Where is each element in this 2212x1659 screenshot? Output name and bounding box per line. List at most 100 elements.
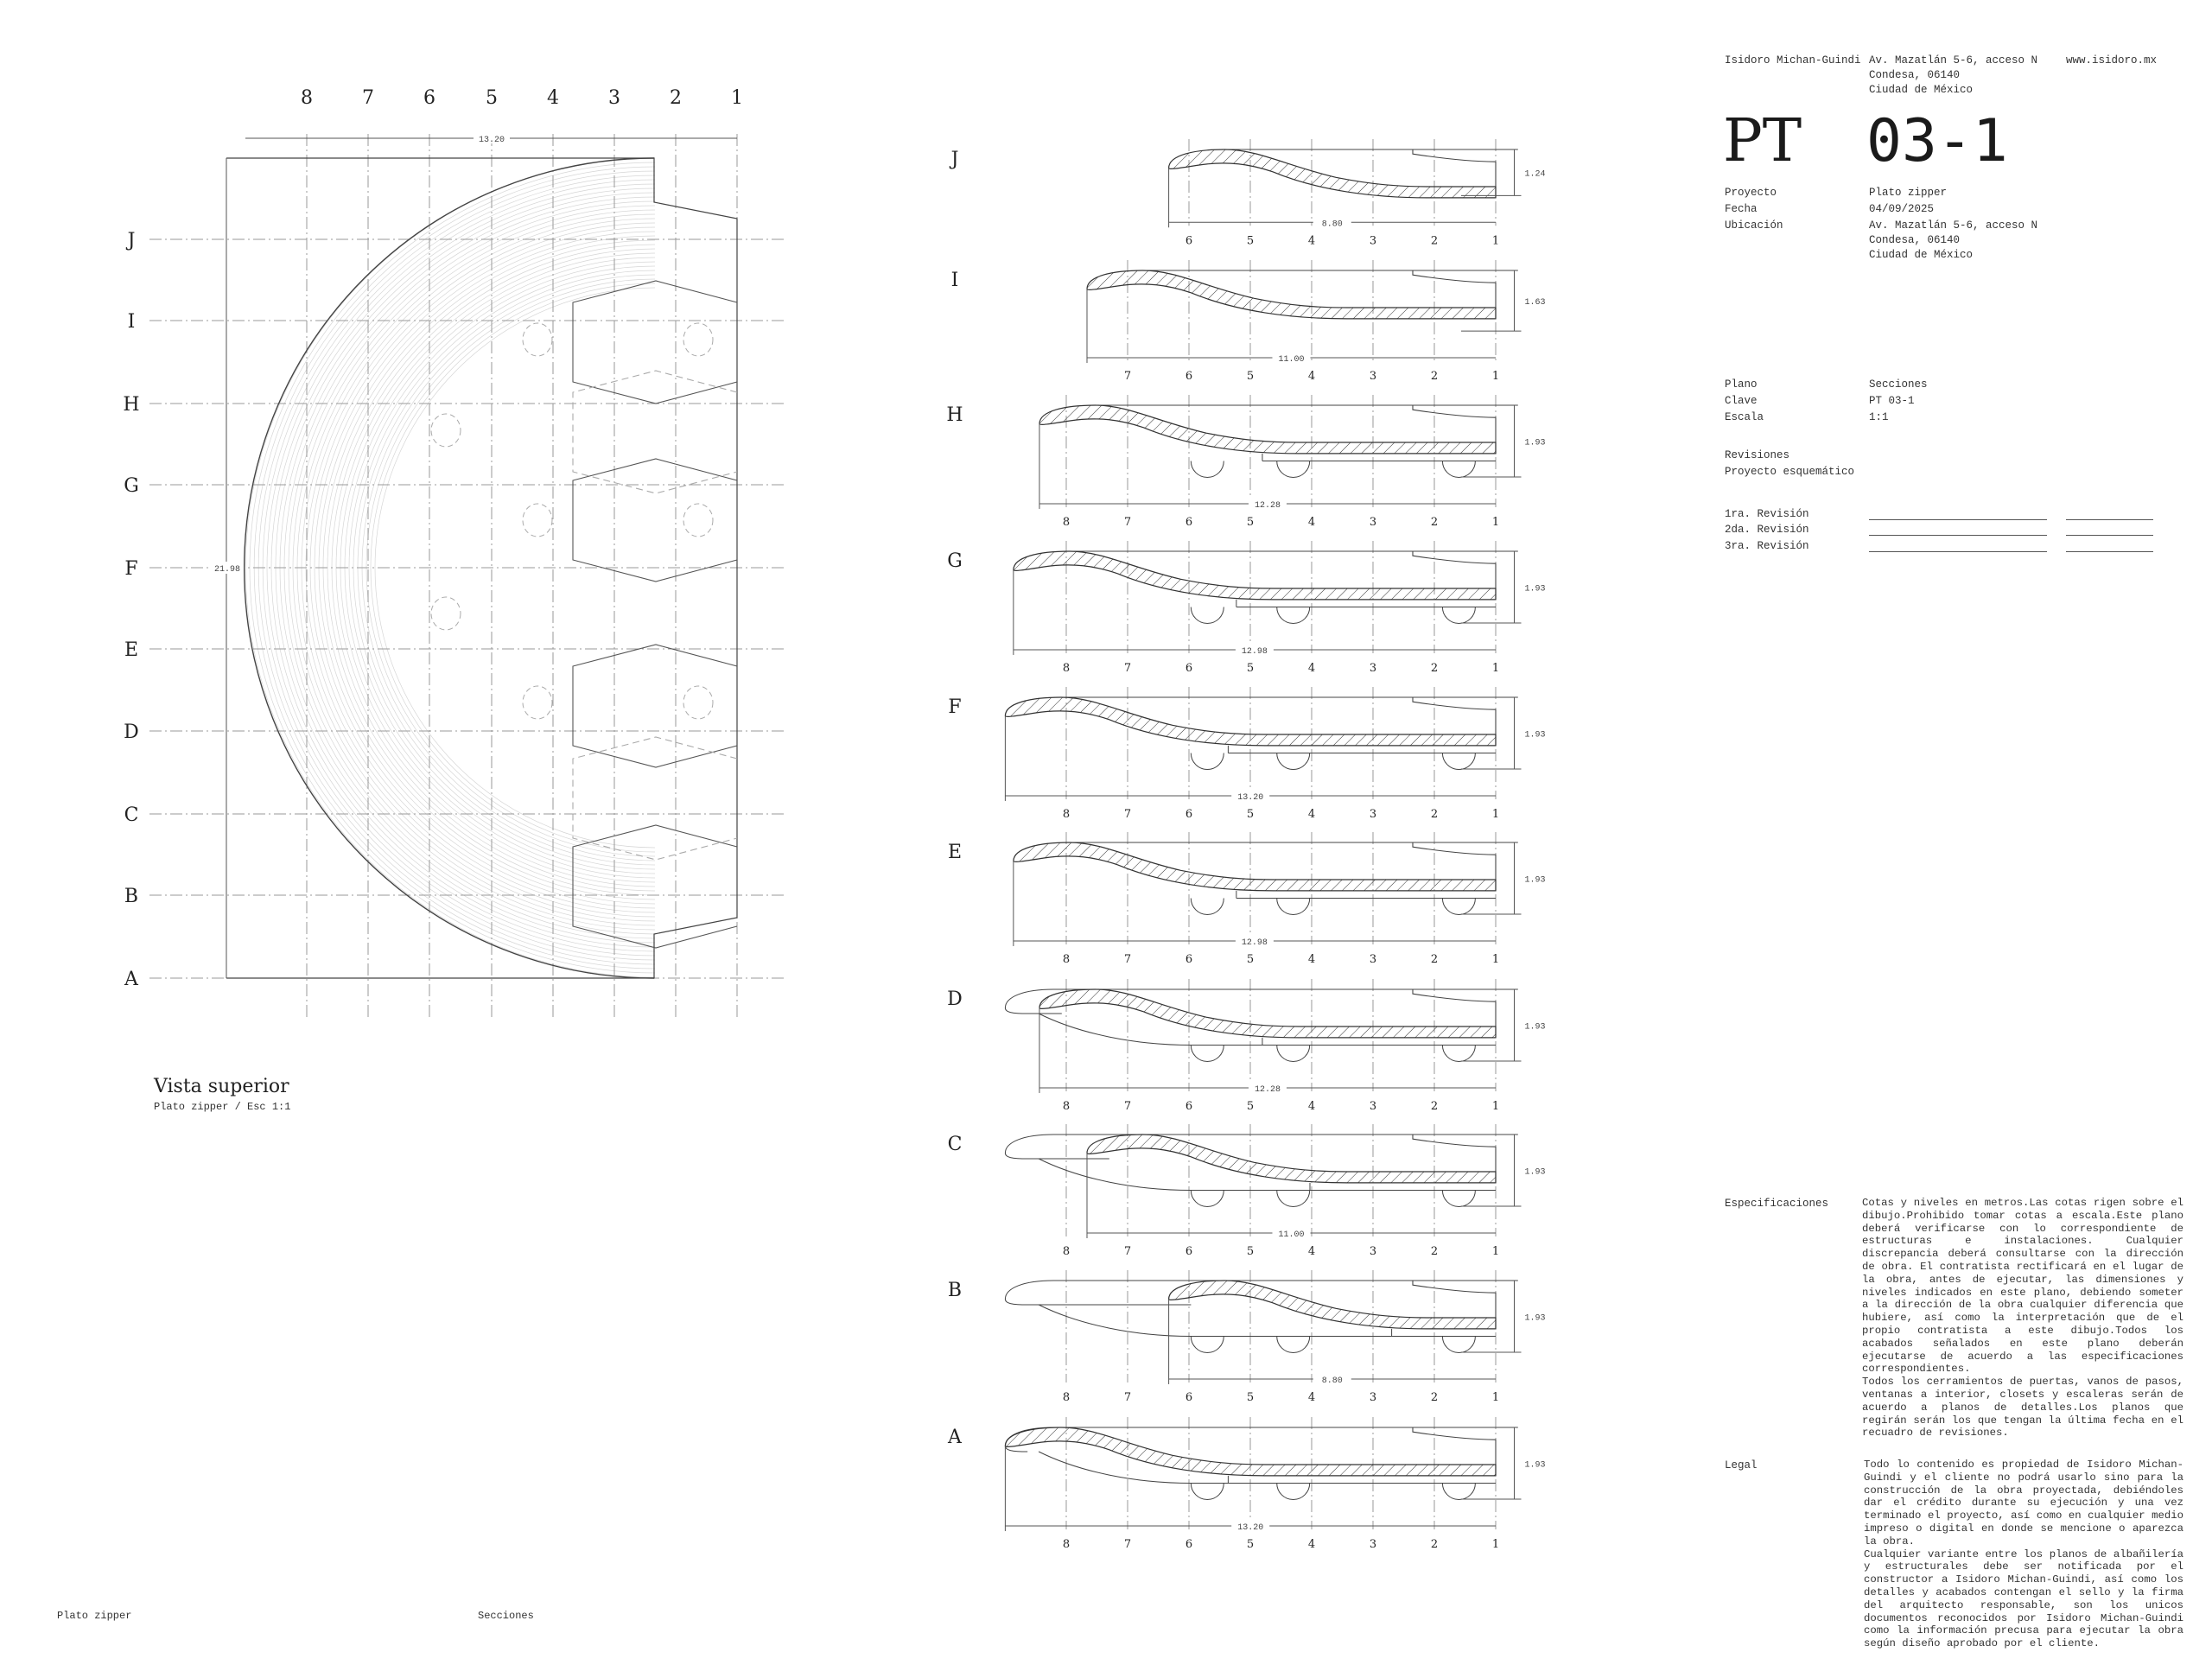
section-column-label: 2 [1431,662,1438,675]
author-name: Isidoro Michan-Guindi [1725,54,1861,67]
plate-ring [353,265,656,870]
section-foot [1190,753,1224,770]
width-dimension-label: 12.28 [1255,501,1281,511]
section-column-label: 3 [1370,1100,1376,1113]
section-column-label: 5 [1247,953,1254,966]
section-column-label: 4 [1308,1245,1315,1258]
section-column-label: 5 [1247,370,1254,383]
section-column-label: 6 [1185,370,1192,383]
section-column-label: 6 [1185,953,1192,966]
section-column-label: 7 [1124,808,1131,821]
foot-hole [683,685,714,720]
section-column-label: 8 [1063,1391,1070,1404]
specifications-label: Especificaciones [1725,1198,1829,1210]
section-column-label: 8 [1063,662,1070,675]
section-column-label: 3 [1370,516,1376,529]
width-dimension-label: 12.98 [1242,938,1268,948]
section-column-label: 2 [1431,370,1438,383]
dimension-label-bg [1231,789,1270,801]
height-dimension-label: 1.93 [1525,438,1546,448]
section-label: J [950,149,959,170]
zipper-tooth-cutout [572,280,738,404]
revision-description-line [1869,551,2047,552]
section-foot [1276,607,1311,624]
grid-row-label: C [124,804,139,826]
section-column-label: 1 [1492,808,1499,821]
grid-row-label: E [124,639,138,661]
section-column-label: 3 [1370,1245,1376,1258]
zipper-tooth-cutout [572,736,738,861]
section-top-profile [1224,149,1518,198]
section-foot [1276,898,1311,915]
section-cut-hatch [1004,696,1497,747]
section-foot [1190,1483,1224,1500]
section-foot [1276,1483,1311,1500]
section-column-label: 6 [1185,516,1192,529]
section-cut-hatch [1086,1134,1497,1184]
height-dimension-label: 1.93 [1525,730,1546,740]
website-link[interactable]: www.isidoro.mx [2066,54,2158,67]
grid-column-label: 7 [362,87,374,109]
section-column-label: 1 [1492,1538,1499,1551]
section-column-label: 5 [1247,1538,1254,1551]
revisions-title: Revisiones [1725,449,1790,461]
plate-ring [348,261,656,874]
grid-column-label: 5 [486,87,498,109]
revision-date-line [2066,535,2153,536]
section-column-label: 4 [1308,234,1315,247]
section-foot [1441,461,1476,478]
legal-paragraph: Todo lo contenido es propiedad de Isidor… [1864,1459,2183,1548]
section-foot [1276,461,1311,478]
legal-label: Legal [1725,1459,1758,1471]
section-foot [1190,1336,1224,1353]
section-label: I [951,270,959,291]
section-foot [1190,607,1224,624]
section-column-label: 4 [1308,370,1315,383]
sheet-code-number: 03-1 [1866,107,2008,175]
revision-date-line [2066,519,2153,520]
section-column-label: 7 [1124,662,1131,675]
section-column-label: 8 [1063,808,1070,821]
section-column-label: 4 [1308,662,1315,675]
section-column-label: 6 [1185,1391,1192,1404]
foot-hole [430,596,461,631]
section-label: E [948,842,962,863]
grid-row-label: H [123,394,139,416]
section-foot [1441,1483,1476,1500]
section-column-label: 7 [1124,516,1131,529]
dimension-label-bg [1313,1372,1351,1384]
section-column-label: 1 [1492,953,1499,966]
section-label: A [947,1427,963,1448]
grid-column-label: 4 [547,87,559,109]
footer-sheet: Secciones [478,1610,534,1622]
height-dimension-label: 1.93 [1525,1167,1546,1177]
section-column-label: 8 [1063,1538,1070,1551]
zipper-tooth-cutout [572,458,738,582]
section-column-label: 3 [1370,662,1376,675]
section-cut-hatch [1039,988,1497,1039]
section-column-label: 5 [1247,662,1254,675]
dimension-label-bg [1248,1081,1287,1093]
section-foot [1276,1190,1311,1207]
height-dimension-label: 1.93 [1525,1022,1546,1032]
dimension-label-bg [211,562,244,574]
info-value: Secciones [1869,378,1928,391]
section-column-label: 1 [1492,1391,1499,1404]
revision-label: 2da. Revisión [1725,524,1809,536]
section-column-label: 7 [1124,1100,1131,1113]
section-label: B [948,1280,962,1301]
grid-column-label: 2 [670,87,682,109]
section-column-label: 2 [1431,953,1438,966]
section-column-label: 3 [1370,234,1376,247]
section-label: G [947,550,963,572]
foot-hole [522,503,553,537]
width-dimension-label: 8.80 [1322,219,1343,229]
section-label: F [948,696,961,718]
section-column-label: 6 [1185,1538,1192,1551]
section-column-label: 2 [1431,1391,1438,1404]
